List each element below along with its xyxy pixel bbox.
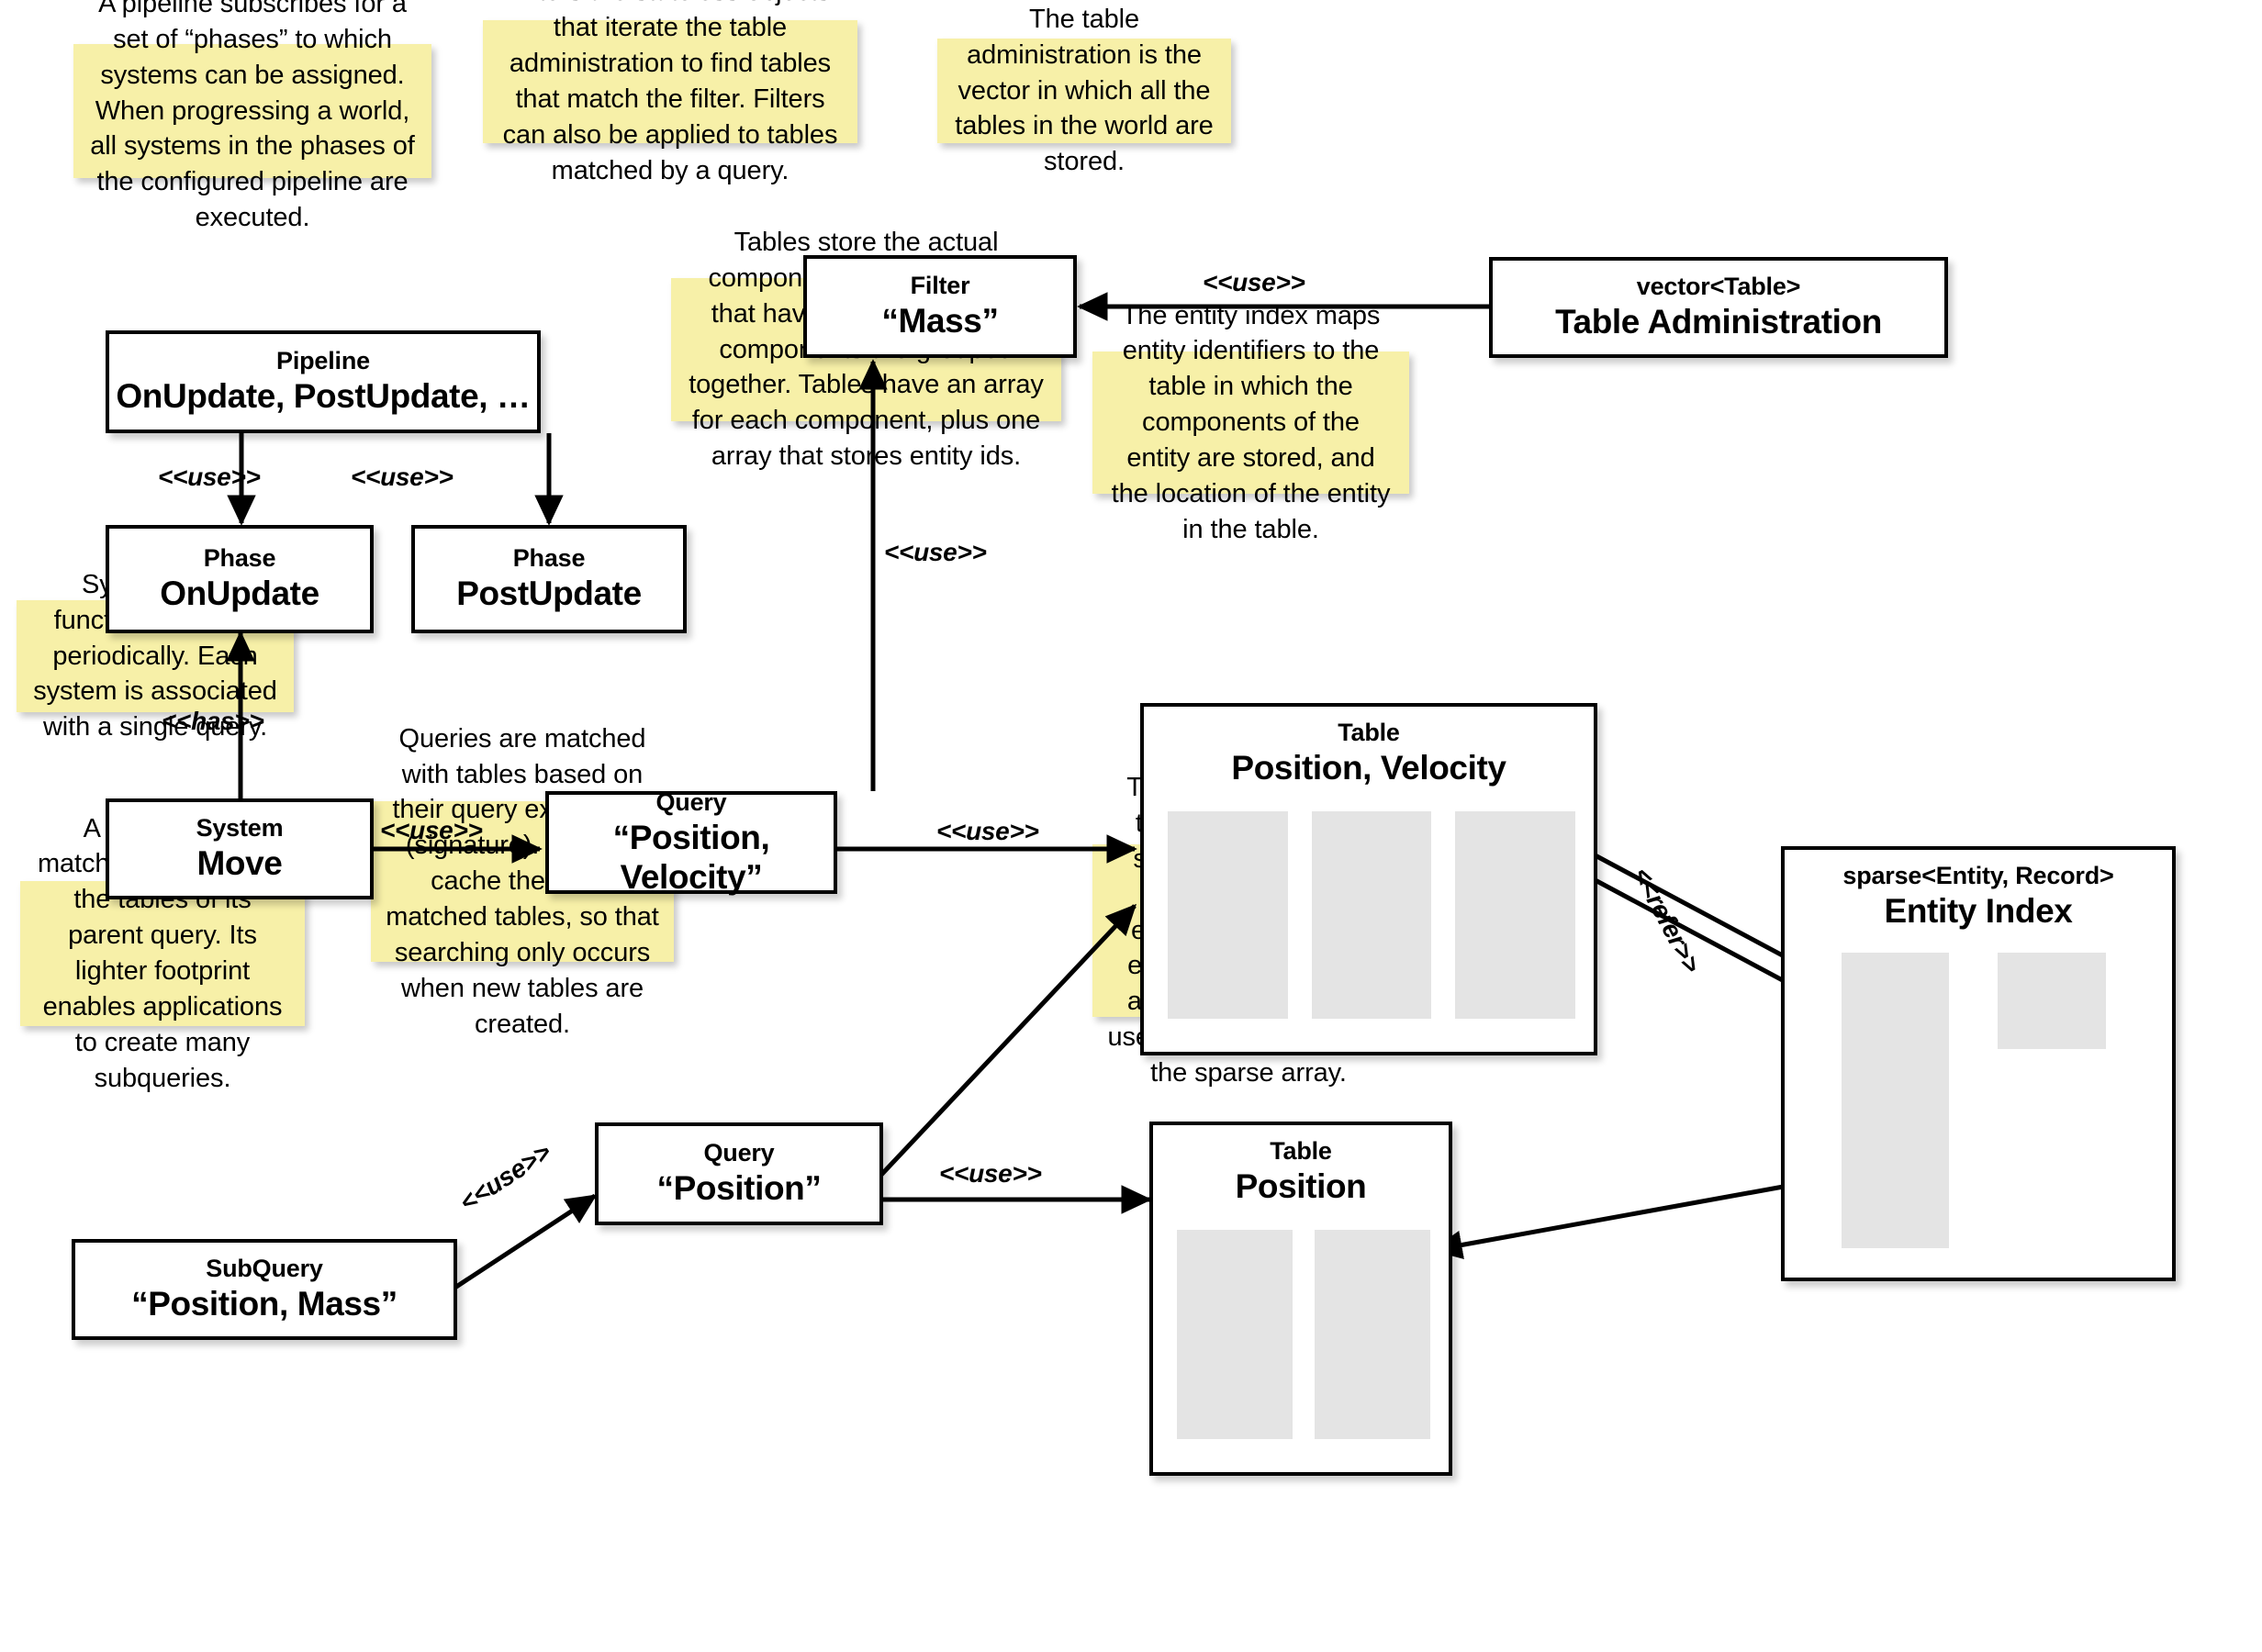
edge-label-pipeline-postupdate: <<use>> <box>351 463 454 491</box>
node-stereotype: Query <box>655 787 727 816</box>
note-pipeline: A pipeline subscribes for a set of “phas… <box>73 0 431 232</box>
node-stereotype: SubQuery <box>206 1255 323 1283</box>
node-title: Table Administration <box>1555 303 1882 341</box>
entity-index-dense-array <box>1842 953 1949 1248</box>
node-stereotype: Phase <box>203 544 276 573</box>
table-columns <box>1168 811 1576 1019</box>
node-query-position-velocity[interactable]: Query “Position, Velocity” <box>545 787 837 896</box>
table-header: sparse<Entity, Record> Entity Index <box>1785 850 2172 931</box>
node-stereotype: sparse<Entity, Record> <box>1842 862 2114 889</box>
node-title: Position <box>1235 1166 1367 1205</box>
table-column <box>1455 811 1576 1019</box>
node-subquery-position-mass[interactable]: SubQuery “Position, Mass” <box>72 1239 457 1340</box>
node-title: OnUpdate <box>160 575 319 613</box>
edge-label-system-query: <<use>> <box>380 816 483 844</box>
node-stereotype: Table <box>1338 719 1400 746</box>
node-table-administration[interactable]: vector<Table> Table Administration <box>1489 257 1948 358</box>
table-header: Table Position, Velocity <box>1144 707 1594 787</box>
node-stereotype: Filter <box>910 272 970 300</box>
node-title: PostUpdate <box>456 575 642 613</box>
edge-label-tableadmin-filter: <<use>> <box>1203 268 1305 296</box>
node-stereotype: vector<Table> <box>1636 273 1801 301</box>
node-pipeline[interactable]: Pipeline OnUpdate, PostUpdate, … <box>106 330 541 433</box>
node-query-position[interactable]: Query “Position” <box>595 1122 883 1225</box>
table-columns <box>1177 1230 1430 1439</box>
node-system-move[interactable]: System Move <box>106 798 374 899</box>
edge-label-entityindex-table: <<refer>> <box>1627 863 1707 977</box>
node-title: “Mass” <box>881 302 999 340</box>
edge-label-pipeline-onupdate: <<use>> <box>158 463 261 491</box>
node-title: “Position, Velocity” <box>612 818 770 896</box>
node-entity-index[interactable]: sparse<Entity, Record> Entity Index <box>1781 846 2176 1281</box>
table-column <box>1177 1230 1293 1439</box>
node-title: Move <box>196 844 283 883</box>
table-header: Table Position <box>1153 1125 1449 1206</box>
entity-index-sparse-array <box>1998 953 2106 1049</box>
edge-label-querypv-table: <<use>> <box>936 817 1039 845</box>
note-entity-index: The entity index maps entity identifiers… <box>1092 301 1409 544</box>
note-filter: Filters are stateless objects that itera… <box>483 0 857 185</box>
edge-label-queryp-table: <<use>> <box>939 1159 1042 1188</box>
edge-label-subquery-query: <<use>> <box>454 1137 556 1217</box>
node-title: “Position, Mass” <box>131 1285 398 1323</box>
node-table-position-velocity[interactable]: Table Position, Velocity <box>1140 703 1597 1055</box>
node-title: OnUpdate, PostUpdate, … <box>116 377 531 416</box>
edge-label-query-filter: <<use>> <box>884 538 987 566</box>
table-column <box>1311 811 1432 1019</box>
edge-entityindex-tablep <box>1431 1174 1840 1260</box>
node-stereotype: Phase <box>512 544 586 573</box>
node-stereotype: Query <box>703 1139 775 1167</box>
note-subquery: A subquery is matched only against the t… <box>20 814 305 1093</box>
edge-label-system-phase: <<has>> <box>162 707 264 735</box>
table-column <box>1168 811 1288 1019</box>
node-title: “Position” <box>656 1169 822 1208</box>
node-title: Entity Index <box>1884 891 2073 930</box>
node-title: Position, Velocity <box>1231 748 1506 787</box>
note-table-administration: The table administration is the vector i… <box>937 5 1231 176</box>
node-stereotype: Table <box>1270 1137 1332 1165</box>
table-column <box>1315 1230 1430 1439</box>
node-stereotype: Pipeline <box>276 347 370 375</box>
node-phase-postupdate[interactable]: Phase PostUpdate <box>411 525 687 633</box>
node-table-position[interactable]: Table Position <box>1149 1122 1452 1476</box>
node-stereotype: System <box>196 814 284 843</box>
node-filter-mass[interactable]: Filter “Mass” <box>803 255 1077 358</box>
node-phase-onupdate[interactable]: Phase OnUpdate <box>106 525 374 633</box>
